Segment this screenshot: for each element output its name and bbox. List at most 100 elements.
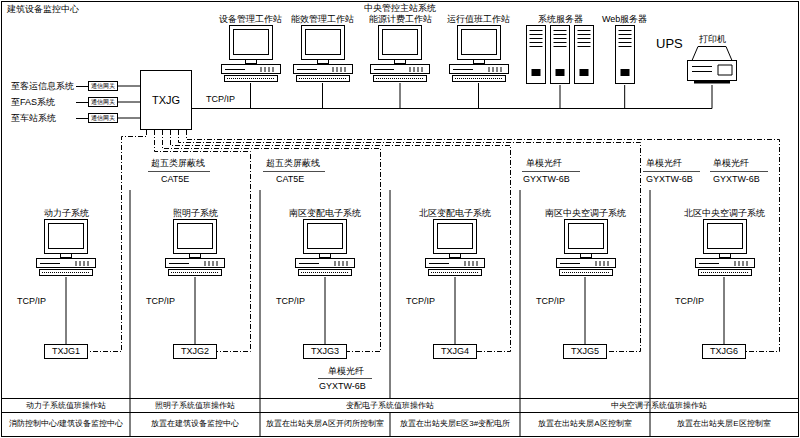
annotation: UPS	[655, 36, 684, 52]
station-label: 系统服务器	[538, 14, 583, 25]
workstation: 动力子系统	[36, 208, 96, 277]
annotation: 至车站系统	[10, 113, 57, 124]
station-label: 南区中央空调子系统	[545, 208, 626, 219]
annotation: 单模光纤	[645, 158, 683, 169]
station-label: 中央管控主站系统	[364, 3, 436, 14]
network-cable	[88, 130, 147, 352]
connector-line	[325, 277, 326, 344]
station-label: 南区变配电子系统	[289, 208, 361, 219]
connector-line	[455, 277, 456, 344]
device-box: 通信网关	[88, 81, 118, 91]
connector-line	[192, 83, 251, 109]
connector-line	[118, 118, 140, 119]
box-label: TXJG5	[571, 346, 599, 357]
annotation: TCP/IP	[16, 296, 47, 307]
computer-icon	[36, 219, 96, 277]
connector-line	[192, 83, 479, 109]
connector-line	[192, 83, 323, 109]
computer-icon	[165, 219, 225, 277]
box-label: 通信网关	[91, 99, 115, 106]
workstation: 南区中央空调子系统	[545, 208, 626, 277]
computer-icon	[295, 219, 355, 277]
network-cable	[187, 130, 780, 352]
annotation: 单模光纤	[525, 158, 563, 169]
table-cell: 消防控制中心/建筑设备监控中心	[2, 418, 130, 429]
workstation: 中央管控主站系统能源计费工作站	[364, 3, 436, 83]
workstation: 打印机	[686, 34, 738, 85]
server-icon	[524, 25, 596, 85]
table-cell: 放置在出站夹层E区控制室	[650, 418, 798, 429]
computer-icon	[556, 219, 616, 277]
network-cable	[179, 130, 641, 352]
table-cell: 中央空调子系统值班操作站	[520, 400, 798, 411]
annotation: GYXTW-6B	[522, 174, 571, 185]
annotation: GYXTW-6B	[712, 174, 761, 185]
table-cell: 变配电子系统值班操作站	[260, 400, 520, 411]
table-cell: 放置在出站夹层E区3#变配电所	[390, 418, 520, 429]
connector-line	[192, 83, 400, 109]
box-label: TXJG6	[710, 346, 738, 357]
table-cell: 放置在建筑设备监控中心	[130, 418, 260, 429]
table-cell: 放置在出站夹层A区控制室	[520, 418, 650, 429]
device-box: 通信网关	[88, 97, 118, 107]
station-label: 动力子系统	[44, 208, 89, 219]
table-cell: 照明子系统值班操作站	[130, 400, 260, 411]
network-cable	[171, 130, 511, 352]
workstation: Web服务器	[602, 14, 647, 85]
workstation: 南区变配电子系统	[289, 208, 361, 277]
connector-line	[192, 85, 560, 109]
device-box: TXJG	[140, 70, 192, 130]
workstation: 北区变配电子系统	[419, 208, 491, 277]
connector-line	[195, 277, 196, 344]
table-cell: 动力子系统值班操作站	[2, 400, 130, 411]
computer-icon	[695, 219, 755, 277]
device-box: TXJG6	[702, 344, 746, 359]
station-label: 北区中央空调子系统	[684, 208, 765, 219]
annotation: GYXTW-6B	[318, 381, 367, 392]
computer-icon	[449, 25, 509, 83]
box-label: 通信网关	[91, 115, 115, 122]
connector-line	[66, 277, 67, 344]
diagram-title: 建筑设备监控中心	[6, 4, 80, 15]
box-label: TXJG2	[181, 346, 209, 357]
connector-line	[192, 85, 712, 109]
annotation: 超五类屏蔽线	[150, 158, 206, 169]
annotation: TCP/IP	[145, 296, 176, 307]
annotation: 超五类屏蔽线	[265, 158, 321, 169]
station-label: 照明子系统	[173, 208, 218, 219]
annotation: CAT5E	[160, 174, 190, 185]
annotation: 至FAS系统	[10, 97, 56, 108]
printer-icon	[686, 45, 738, 85]
device-box: TXJG4	[433, 344, 477, 359]
station-label: 设备管理工作站	[219, 14, 282, 25]
box-label: TXJG1	[52, 346, 80, 357]
device-box: TXJG2	[173, 344, 217, 359]
connector-line	[585, 277, 586, 344]
workstation: 系统服务器	[524, 14, 596, 85]
device-box: TXJG3	[303, 344, 347, 359]
connector-line	[192, 85, 625, 109]
connector-line	[724, 277, 725, 344]
server-icon	[613, 25, 637, 85]
annotation: CAT5E	[275, 174, 305, 185]
connector-line	[118, 86, 140, 87]
computer-icon	[425, 219, 485, 277]
box-label: TXJG3	[311, 346, 339, 357]
workstation: 照明子系统	[165, 208, 225, 277]
station-label: 能效管理工作站	[291, 14, 354, 25]
workstation: 能效管理工作站	[291, 14, 354, 83]
station-label: 北区变配电子系统	[419, 208, 491, 219]
station-label: 能源计费工作站	[369, 14, 432, 25]
box-label: 通信网关	[91, 83, 115, 90]
computer-icon	[293, 25, 353, 83]
device-box: TXJG5	[563, 344, 607, 359]
computer-icon	[221, 25, 281, 83]
annotation: TCP/IP	[275, 296, 306, 307]
workstation: 运行值班工作站	[447, 14, 510, 83]
station-label: 打印机	[699, 34, 726, 45]
box-label: TXJG	[152, 95, 180, 106]
workstation: 设备管理工作站	[219, 14, 282, 83]
device-box: 通信网关	[88, 113, 118, 123]
table-cell: 放置在出站夹层A区开闭所控制室	[260, 418, 390, 429]
